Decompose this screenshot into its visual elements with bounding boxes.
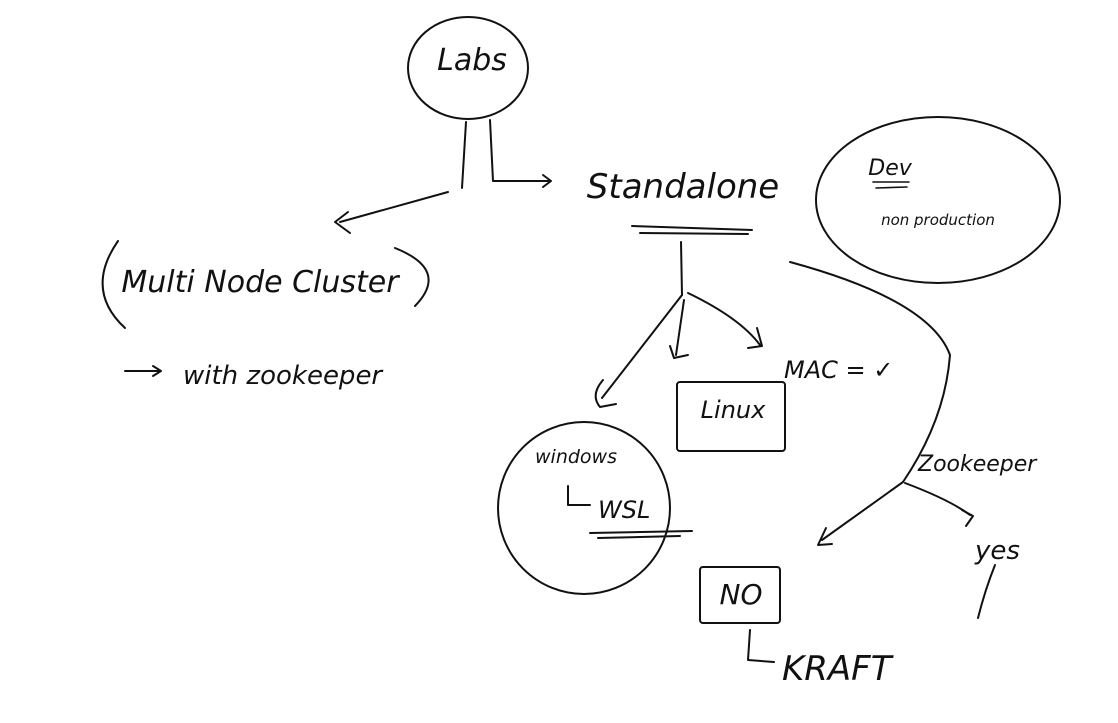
branch-to-linux bbox=[675, 299, 685, 356]
branch-to-mac bbox=[687, 292, 761, 346]
yes-label: yes bbox=[974, 536, 1020, 566]
labs-label: Labs bbox=[437, 43, 507, 78]
multinode-label: Multi Node Cluster bbox=[121, 265, 400, 300]
zookeeper-label: Zookeeper bbox=[917, 452, 1038, 477]
branch-to-windows bbox=[601, 294, 683, 399]
branch-to-yes bbox=[904, 482, 971, 516]
no-label: NO bbox=[720, 578, 763, 611]
arrow-head-windows bbox=[594, 379, 617, 408]
yes-tail bbox=[977, 564, 996, 619]
standalone-label: Standalone bbox=[587, 167, 779, 207]
branch-to-multinode bbox=[339, 191, 449, 223]
linux-label: Linux bbox=[701, 396, 766, 424]
arrow-head-multinode bbox=[334, 211, 351, 234]
wsl-label: WSL bbox=[598, 496, 650, 524]
branch-to-zookeeper bbox=[789, 261, 951, 483]
no-box bbox=[699, 566, 781, 624]
dev-underline-2 bbox=[875, 186, 908, 189]
windows-label: windows bbox=[535, 446, 617, 468]
dev-circle bbox=[815, 116, 1061, 284]
labs-stem-left bbox=[461, 121, 467, 189]
multinode-bracket-left bbox=[101, 240, 126, 329]
arrow-head-standalone bbox=[542, 174, 552, 188]
standalone-underline-1 bbox=[631, 225, 753, 231]
standalone-stem bbox=[680, 241, 683, 296]
linux-box bbox=[676, 381, 786, 452]
dev-label: Dev bbox=[868, 156, 912, 181]
arrow-head-linux bbox=[669, 345, 689, 359]
arrow-head-yes bbox=[961, 509, 974, 527]
arrow-head-no bbox=[817, 527, 833, 546]
branch-to-no bbox=[821, 481, 904, 541]
non-production-label: non production bbox=[881, 211, 995, 229]
kraft-label: KRAFT bbox=[782, 649, 894, 689]
wsl-underline-1 bbox=[589, 530, 693, 534]
arrow-head-with-zookeeper bbox=[152, 365, 162, 377]
wsl-underline-2 bbox=[597, 535, 681, 539]
mac-label: MAC = ✓ bbox=[784, 356, 893, 384]
arrow-head-mac bbox=[747, 327, 763, 349]
branch-to-standalone bbox=[489, 119, 550, 182]
wsl-hook-arrow bbox=[567, 485, 591, 506]
kraft-hook-arrow bbox=[747, 629, 775, 663]
standalone-underline-2 bbox=[639, 232, 749, 235]
with-zookeeper-label: with zookeeper bbox=[183, 361, 384, 391]
multinode-bracket-right bbox=[394, 247, 430, 307]
windows-circle bbox=[497, 421, 671, 595]
labs-circle bbox=[407, 16, 529, 120]
